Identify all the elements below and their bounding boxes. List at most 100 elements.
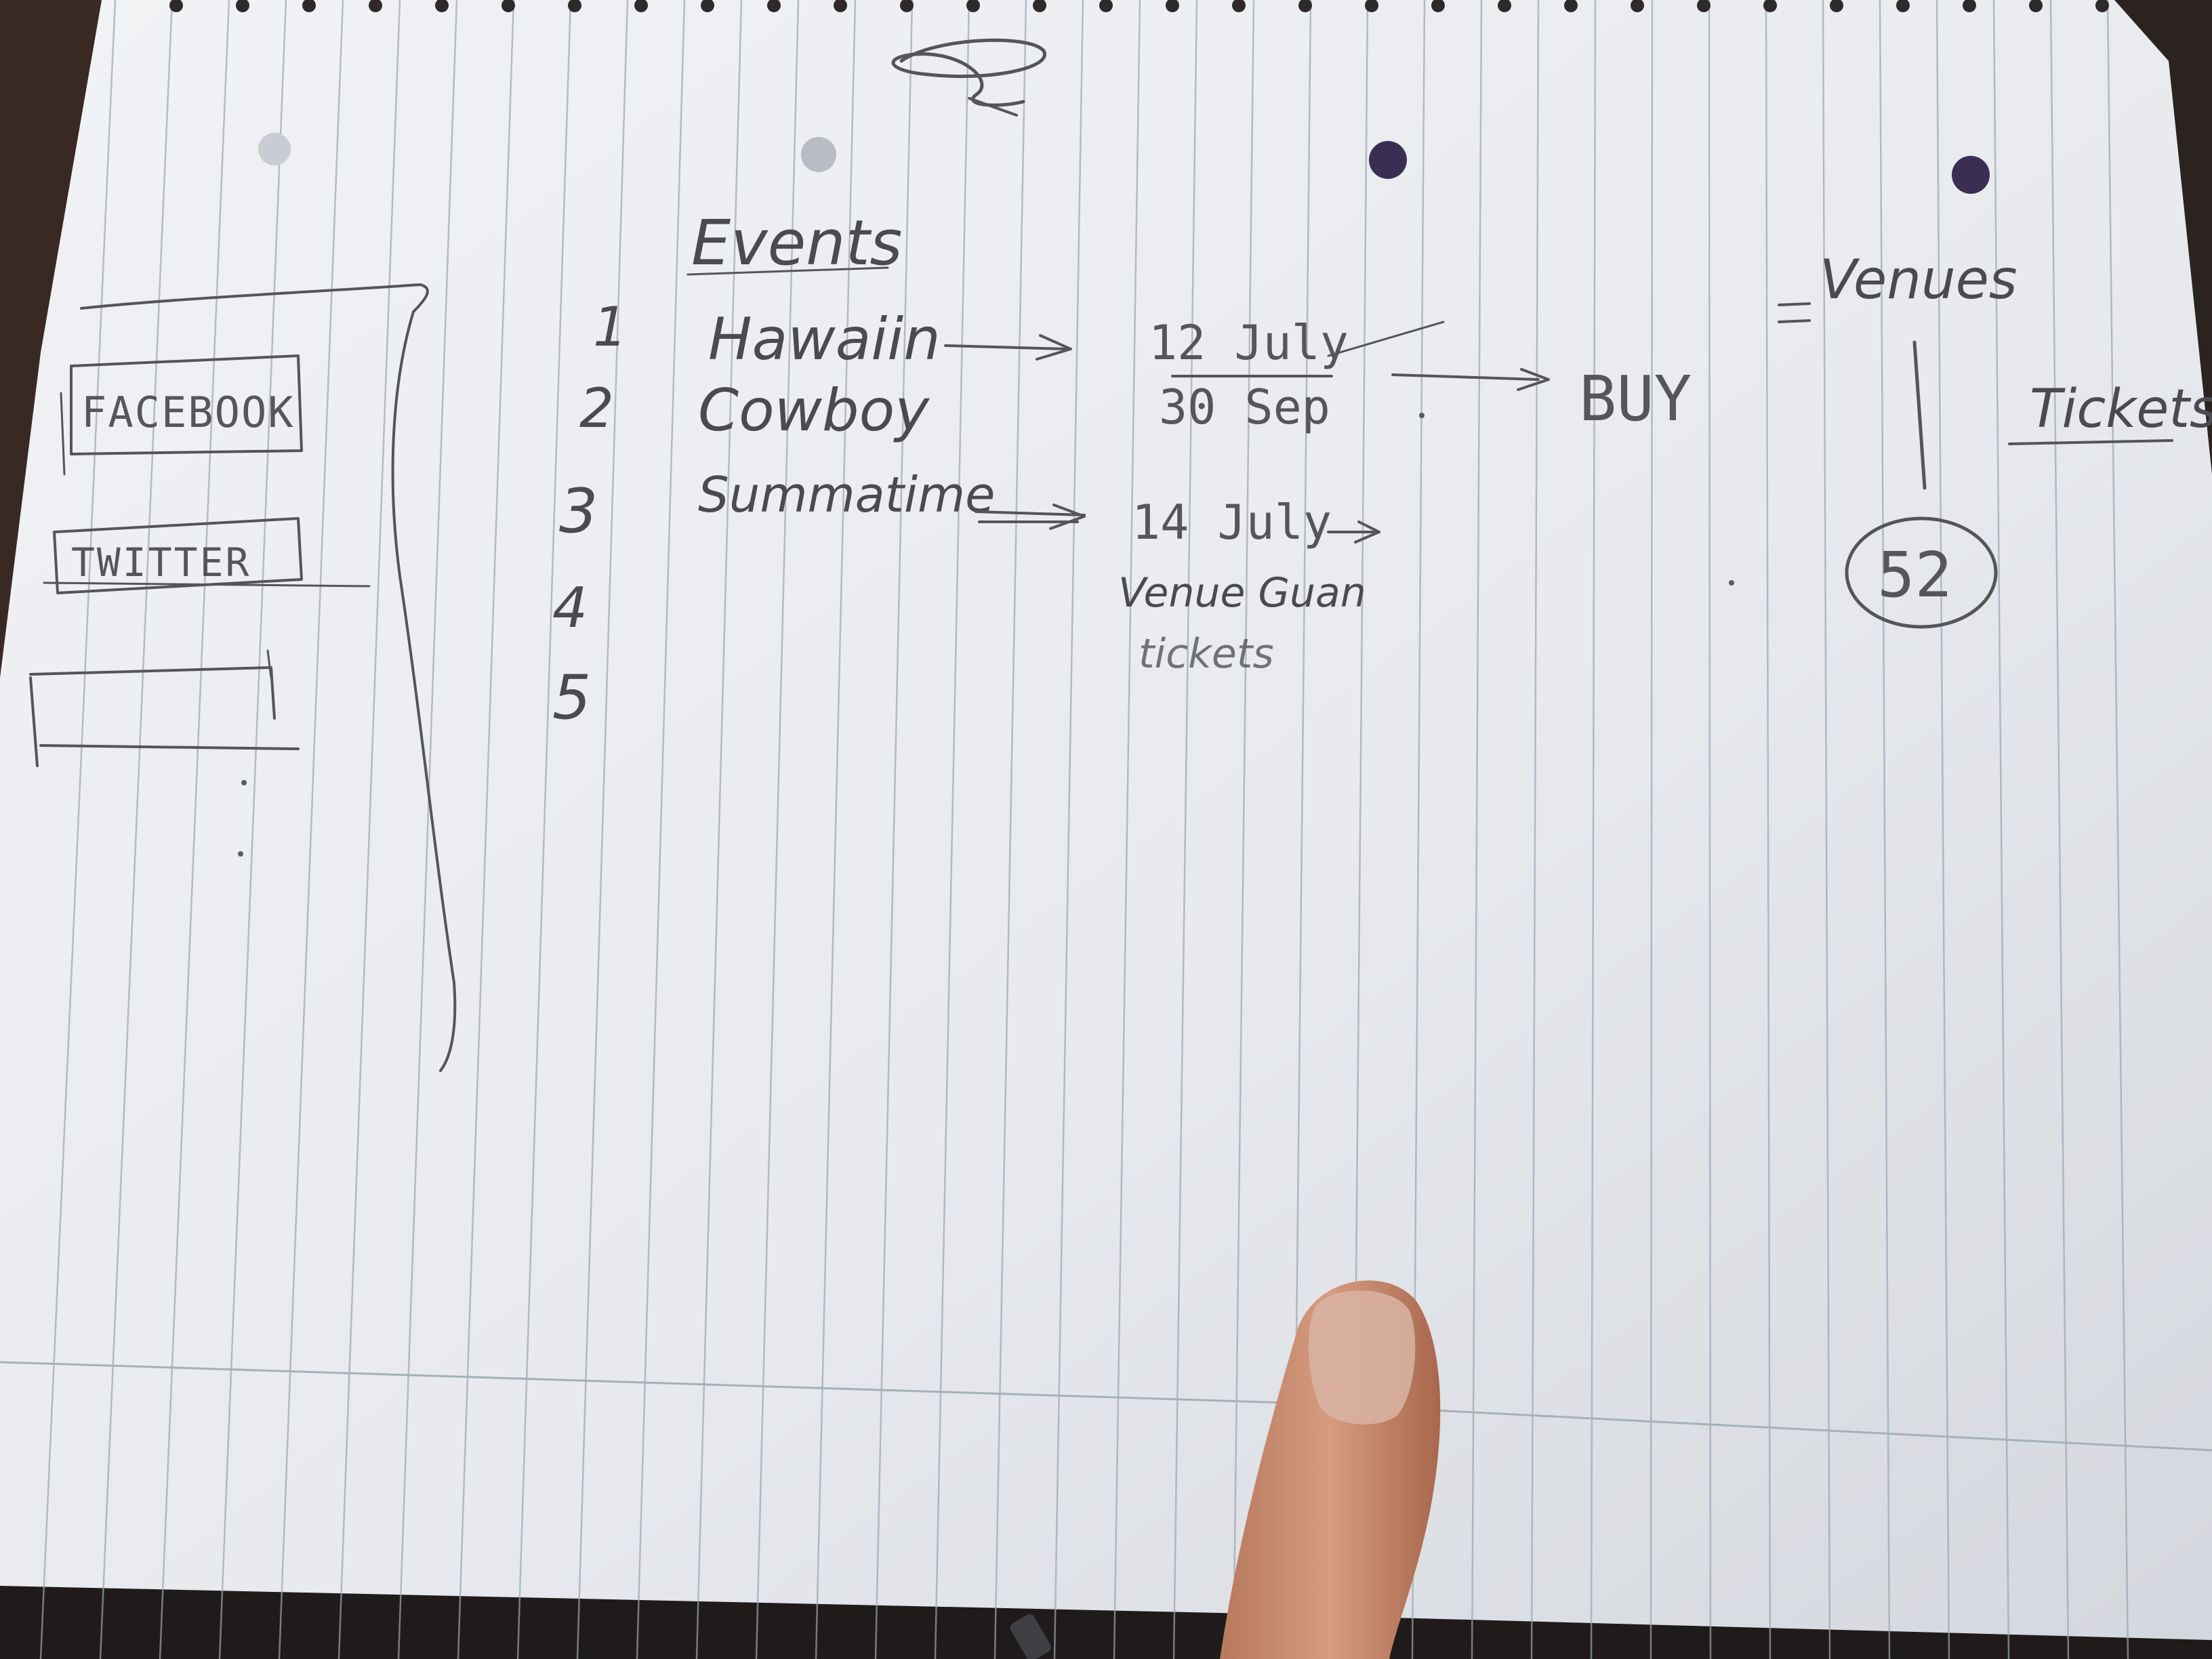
spiral-hole — [1431, 0, 1445, 12]
twitter-button[interactable]: TWITTER — [43, 517, 371, 594]
buy-button[interactable]: BUY — [1579, 363, 1692, 435]
ink-dot — [238, 851, 243, 857]
arrow-right-icon — [1391, 368, 1550, 391]
spiral-hole — [2095, 0, 2109, 12]
ink-dot — [1419, 413, 1425, 418]
tickets-label[interactable]: Tickets — [2030, 379, 2212, 440]
event-number-1: 1 — [593, 295, 628, 359]
ruled-line — [1590, 0, 1597, 1659]
event-name-2: Cowboy — [698, 377, 930, 445]
tickets-underline — [2008, 439, 2173, 445]
arrow-right-icon — [975, 504, 1086, 530]
spiral-hole — [1365, 0, 1378, 12]
tickets-note: tickets — [1139, 630, 1274, 678]
ruled-line — [755, 0, 800, 1659]
ruled-line — [99, 0, 173, 1659]
facebook-button[interactable]: FACEBOOK — [60, 354, 303, 476]
spiral-hole — [1033, 0, 1046, 12]
punch-hole — [1369, 141, 1407, 179]
spiral-hole — [568, 0, 581, 12]
ruled-line — [1471, 0, 1483, 1659]
event-date-1: 12 July — [1149, 315, 1349, 371]
spiral-hole — [1298, 0, 1312, 12]
ruled-line — [1708, 0, 1712, 1659]
ruled-line — [1053, 0, 1084, 1659]
empty-button-sketch[interactable] — [29, 649, 300, 767]
spiral-hole — [701, 0, 714, 12]
spiral-hole — [1232, 0, 1246, 12]
spiral-hole — [369, 0, 382, 12]
spiral-hole — [1896, 0, 1910, 12]
spiral-hole — [1099, 0, 1113, 12]
spiral-hole — [834, 0, 847, 12]
ruled-line — [1936, 0, 1950, 1659]
ruled-line — [1822, 0, 1831, 1659]
ruled-line — [278, 0, 344, 1659]
venues-label: Venues — [1820, 248, 2018, 311]
ruled-line — [39, 0, 117, 1659]
event-date-3: 14 July — [1132, 495, 1332, 550]
ruled-line — [994, 0, 1027, 1659]
spiral-hole — [1697, 0, 1711, 12]
ruled-line — [1172, 0, 1198, 1659]
venues-dash — [1778, 302, 1811, 323]
ruled-line — [1992, 0, 2010, 1659]
punch-hole — [258, 133, 291, 165]
event-number-5: 5 — [552, 662, 591, 733]
sidebar-frame — [80, 283, 457, 1072]
spiral-hole — [900, 0, 914, 12]
ink-dot — [241, 780, 247, 785]
thumb — [1220, 1280, 1441, 1659]
events-heading: Events — [691, 207, 903, 279]
arrow-right-icon — [1327, 520, 1380, 544]
spiral-hole — [2029, 0, 2043, 12]
count-circle: 52 — [1845, 516, 1998, 629]
facebook-label: FACEBOOK — [81, 388, 295, 437]
ruled-line — [1650, 0, 1654, 1659]
ruled-line — [218, 0, 287, 1659]
ruled-line — [1232, 0, 1255, 1659]
ruled-line — [516, 0, 572, 1659]
spiral-hole — [1564, 0, 1578, 12]
ruled-line — [397, 0, 458, 1659]
event-name-3: Summatime — [698, 466, 995, 523]
spiral-hole — [1963, 0, 1976, 12]
arrow-right-icon — [944, 334, 1072, 361]
ruled-line — [457, 0, 515, 1659]
event-date-2: 30 Sep — [1159, 380, 1330, 435]
ruled-line — [1765, 0, 1771, 1659]
spiral-hole — [501, 0, 515, 12]
event-number-2: 2 — [579, 377, 614, 440]
ruled-line — [1879, 0, 1891, 1659]
spiral-hole — [1830, 0, 1843, 12]
ruled-lines — [39, 0, 2129, 1659]
venues-connector — [1912, 340, 1927, 490]
spiral-hole — [236, 0, 249, 12]
spiral-hole — [1166, 0, 1179, 12]
ruled-line — [1113, 0, 1141, 1659]
count-circle-number: 52 — [1877, 539, 1952, 611]
event-name-1: Hawaiin — [708, 306, 941, 373]
spiral-hole — [1498, 0, 1511, 12]
ruled-line — [576, 0, 629, 1659]
ruled-line — [337, 0, 401, 1659]
ruled-line — [159, 0, 230, 1659]
punch-hole — [1952, 156, 1990, 194]
ruled-line — [2049, 0, 2070, 1659]
events-heading-underline — [687, 266, 889, 276]
ink-dot — [1729, 580, 1734, 586]
ruled-line — [695, 0, 743, 1659]
spiral-hole — [435, 0, 449, 12]
spiral-hole — [966, 0, 980, 12]
punch-hole — [801, 137, 836, 172]
ruled-line — [934, 0, 970, 1659]
ruled-line — [1530, 0, 1540, 1659]
twitter-label: TWITTER — [71, 539, 251, 586]
event-number-4: 4 — [552, 576, 588, 640]
ruled-line — [815, 0, 857, 1659]
spiral-hole — [1631, 0, 1644, 12]
venue-note: Venue Guan — [1118, 569, 1366, 617]
spiral-hole — [302, 0, 316, 12]
spiral-hole — [634, 0, 648, 12]
